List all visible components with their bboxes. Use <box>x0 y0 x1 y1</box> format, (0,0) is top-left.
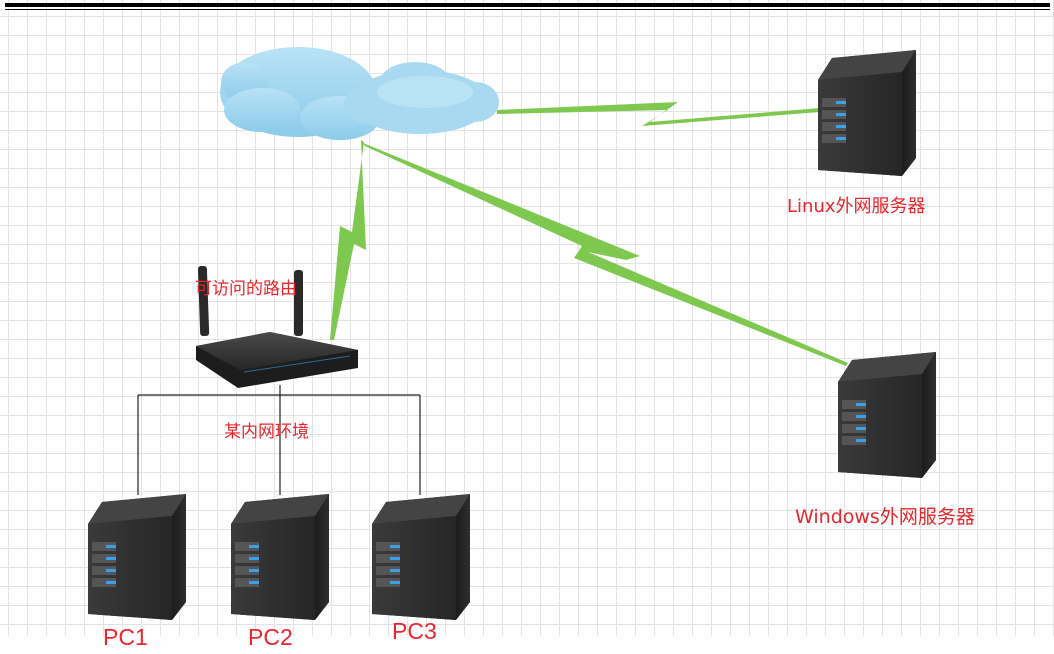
cloud-icon <box>220 47 499 140</box>
linux-server-label: Linux外网服务器 <box>787 196 926 217</box>
linux-server-icon <box>818 50 916 176</box>
link-cloud-router <box>330 140 366 340</box>
pc3-server-icon <box>372 494 470 620</box>
pc3-label: PC3 <box>392 618 437 644</box>
windows-server-label: Windows外网服务器 <box>795 506 975 528</box>
bottom-strip <box>0 636 1054 654</box>
top-rule-thin <box>5 9 1050 10</box>
pc2-server-icon <box>231 494 329 620</box>
router-icon <box>196 265 358 388</box>
pc1-server-icon <box>88 494 186 620</box>
pc2-label: PC2 <box>248 624 293 650</box>
link-cloud-linux <box>497 102 820 126</box>
router-label: 可访问的路由 <box>195 279 297 299</box>
lan-label: 某内网环境 <box>224 422 309 442</box>
wireless-links <box>330 102 848 366</box>
top-rule <box>5 3 1050 7</box>
windows-server-icon <box>838 352 936 478</box>
link-cloud-windows <box>363 143 848 366</box>
pc1-label: PC1 <box>103 624 148 650</box>
lan-wiring <box>137 385 421 495</box>
